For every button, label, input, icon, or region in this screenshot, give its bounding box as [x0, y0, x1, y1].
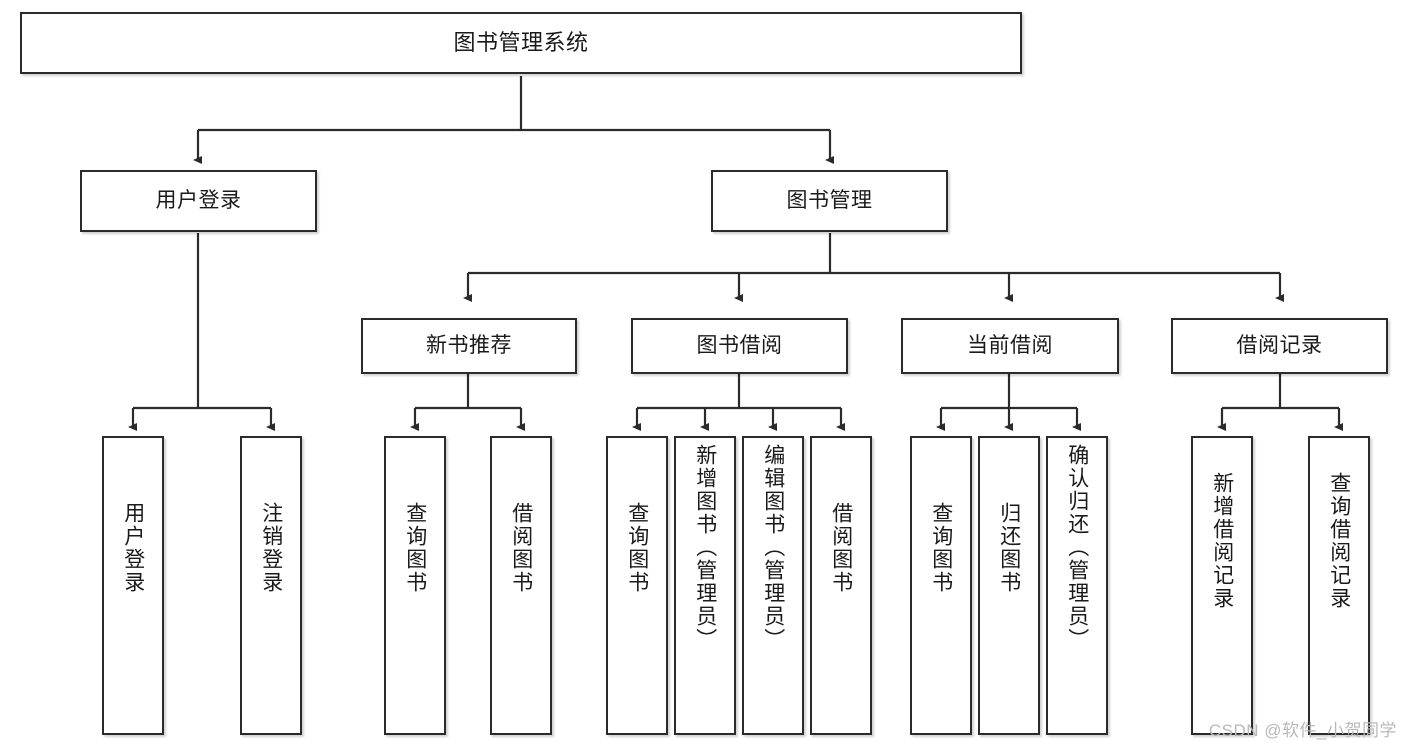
leaf-borrow-book-recommend[interactable]: 借阅图书	[490, 436, 552, 735]
leaf-query-borrow-record[interactable]: 查询借阅记录	[1308, 436, 1370, 735]
node-label: 编辑图书（管理员）	[761, 444, 785, 651]
node-label: 图书管理系统	[453, 30, 589, 56]
node-book-borrow[interactable]: 图书借阅	[631, 318, 848, 374]
node-label: 归还图书	[997, 502, 1021, 594]
watermark: CSDN @软件_小贺同学	[1208, 721, 1397, 740]
leaf-logout-login[interactable]: 注销登录	[240, 436, 302, 735]
leaf-add-borrow-record[interactable]: 新增借阅记录	[1191, 436, 1253, 735]
node-borrow-record[interactable]: 借阅记录	[1171, 318, 1388, 374]
node-label: 借阅记录	[1236, 334, 1323, 358]
leaf-borrow-book[interactable]: 借阅图书	[810, 436, 872, 735]
node-label: 确认归还（管理员）	[1065, 444, 1089, 651]
node-current-borrow[interactable]: 当前借阅	[901, 318, 1119, 374]
leaf-confirm-return-admin[interactable]: 确认归还（管理员）	[1046, 436, 1108, 735]
node-label: 查询图书	[625, 502, 649, 594]
node-label: 用户登录	[121, 502, 145, 594]
node-label: 用户登录	[155, 189, 242, 213]
node-label: 图书管理	[786, 189, 873, 213]
leaf-user-login[interactable]: 用户登录	[102, 436, 164, 735]
node-label: 查询图书	[403, 502, 427, 594]
node-label: 新增图书（管理员）	[693, 444, 717, 651]
node-label: 新书推荐	[426, 334, 512, 358]
node-book-management[interactable]: 图书管理	[711, 170, 948, 232]
leaf-return-book[interactable]: 归还图书	[978, 436, 1040, 735]
node-user-login[interactable]: 用户登录	[80, 170, 317, 232]
node-label: 借阅图书	[829, 502, 853, 594]
leaf-add-book-admin[interactable]: 新增图书（管理员）	[674, 436, 736, 735]
node-label: 借阅图书	[509, 502, 533, 594]
node-new-book-recommend[interactable]: 新书推荐	[361, 318, 577, 374]
node-label: 查询借阅记录	[1327, 472, 1351, 610]
leaf-query-book-borrow[interactable]: 查询图书	[606, 436, 668, 735]
node-label: 当前借阅	[967, 334, 1053, 358]
node-label: 新增借阅记录	[1210, 472, 1234, 610]
node-root-book-management-system[interactable]: 图书管理系统	[20, 12, 1022, 74]
node-label: 查询图书	[929, 502, 953, 594]
leaf-edit-book-admin[interactable]: 编辑图书（管理员）	[742, 436, 804, 735]
leaf-query-book-current[interactable]: 查询图书	[910, 436, 972, 735]
node-label: 图书借阅	[696, 334, 783, 358]
leaf-query-book-recommend[interactable]: 查询图书	[384, 436, 446, 735]
node-label: 注销登录	[259, 502, 283, 594]
